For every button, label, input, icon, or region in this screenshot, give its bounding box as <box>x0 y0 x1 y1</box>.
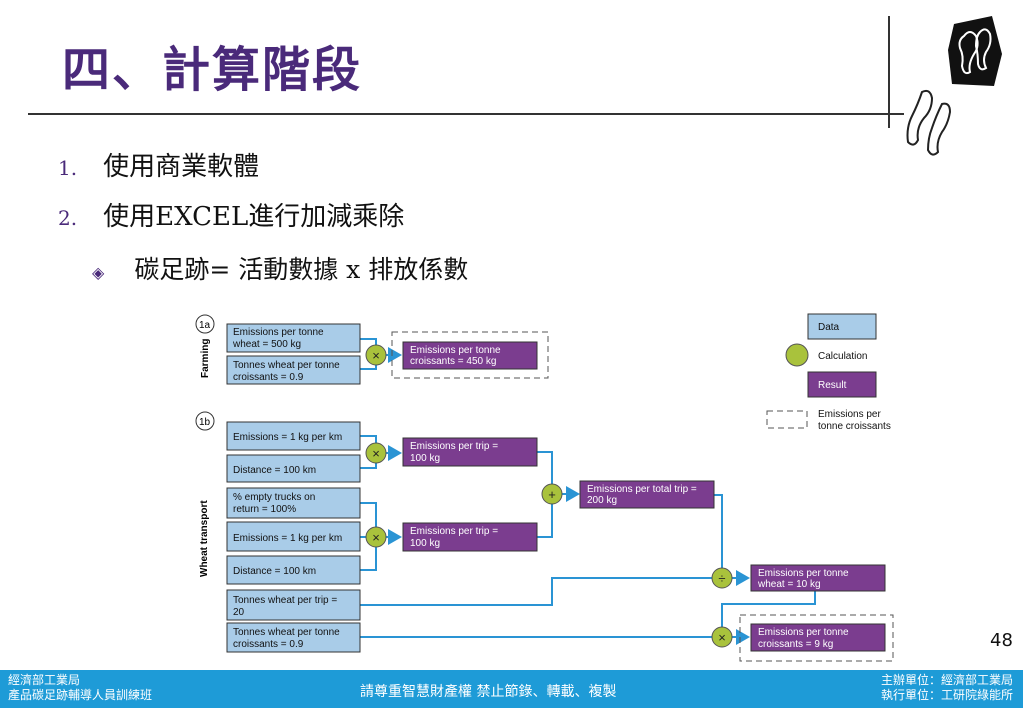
footer-right-line2: 執行單位：工研院綠能所 <box>880 688 1013 702</box>
legend-dashed: Emissions per <box>818 409 881 420</box>
result-text: 100 kg <box>410 453 440 464</box>
result-text: Emissions per trip = <box>410 441 498 452</box>
result-text: Emissions per tonne <box>410 345 501 356</box>
data-text: croissants = 0.9 <box>233 372 304 383</box>
footer-right-line1: 主辦單位：經濟部工業局 <box>880 673 1013 687</box>
data-text: Tonnes wheat per tonne <box>233 360 340 371</box>
page-number: 48 <box>990 630 1013 651</box>
multiply-op: × <box>372 530 380 545</box>
multiply-op: × <box>372 348 380 363</box>
result-text: Emissions per trip = <box>410 526 498 537</box>
transport-tag: 1b <box>199 417 211 428</box>
vertical-divider <box>888 16 890 128</box>
bullet-number: 2. <box>58 206 78 230</box>
footer-bar: 經濟部工業局 產品碳足跡輔導人員訓練班 請尊重智慧財產權 禁止節錄、轉載、複製 … <box>0 670 1023 708</box>
bullet-item-2: 2. 使用EXCEL進行加減乘除 <box>58 196 404 233</box>
multiply-op: × <box>372 446 380 461</box>
bullet-item-1: 1. 使用商業軟體 <box>58 146 259 183</box>
footer-left: 經濟部工業局 產品碳足跡輔導人員訓練班 <box>8 673 152 703</box>
result-text: croissants = 9 kg <box>758 639 833 650</box>
data-text: Distance = 100 km <box>233 465 316 476</box>
data-text: Emissions = 1 kg per km <box>233 432 342 443</box>
diamond-bullet-icon: ◈ <box>92 263 105 282</box>
footer-left-line1: 經濟部工業局 <box>8 673 81 687</box>
bullet-item-3: ◈ 碳足跡= 活動數據 x 排放係數 <box>92 250 468 286</box>
footer-center: 請尊重智慧財產權 禁止節錄、轉載、複製 <box>360 684 617 700</box>
result-text: 100 kg <box>410 538 440 549</box>
farming-tag: 1a <box>199 320 211 331</box>
footprint-black-icon <box>948 16 1002 86</box>
data-text: return = 100% <box>233 504 296 515</box>
legend-data: Data <box>818 322 840 333</box>
data-text: Tonnes wheat per trip = <box>233 595 337 606</box>
result-text: wheat = 10 kg <box>757 579 821 590</box>
add-op: + <box>548 487 556 502</box>
footer-right: 主辦單位：經濟部工業局 執行單位：工研院綠能所 <box>881 673 1013 703</box>
result-text: Emissions per tonne <box>758 627 849 638</box>
data-text: Emissions per tonne <box>233 327 324 338</box>
data-text: Distance = 100 km <box>233 566 316 577</box>
farming-label: Farming <box>200 339 211 378</box>
bullet-text: 使用商業軟體 <box>103 152 260 182</box>
data-text: % empty trucks on <box>233 492 315 503</box>
legend-result: Result <box>818 380 847 391</box>
bullet-number: 1. <box>58 156 78 180</box>
legend: Data Calculation Result Emissions per to… <box>766 313 891 432</box>
result-text: Emissions per tonne <box>758 568 849 579</box>
title-divider <box>28 113 904 115</box>
result-text: 200 kg <box>587 495 617 506</box>
data-text: wheat = 500 kg <box>232 339 301 350</box>
slide-title: 四、計算階段 <box>62 42 363 98</box>
multiply-op: × <box>718 630 726 645</box>
footer-left-line2: 產品碳足跡輔導人員訓練班 <box>8 688 153 702</box>
bullet-text: 使用EXCEL進行加減乘除 <box>103 202 405 232</box>
transport-label: Wheat transport <box>199 500 210 577</box>
data-text: croissants = 0.9 <box>233 639 304 650</box>
data-text: 20 <box>233 607 245 618</box>
legend-calculation: Calculation <box>818 351 867 362</box>
divide-op: ÷ <box>718 571 725 586</box>
data-text: Tonnes wheat per tonne <box>233 627 340 638</box>
result-text: croissants = 450 kg <box>410 356 496 367</box>
bullet-text: 碳足跡= 活動數據 x 排放係數 <box>134 255 469 284</box>
footprint-outline-icon <box>906 89 952 156</box>
legend-dashed: tonne croissants <box>818 421 891 432</box>
result-text: Emissions per total trip = <box>587 484 697 495</box>
data-text: Emissions = 1 kg per km <box>233 533 342 544</box>
